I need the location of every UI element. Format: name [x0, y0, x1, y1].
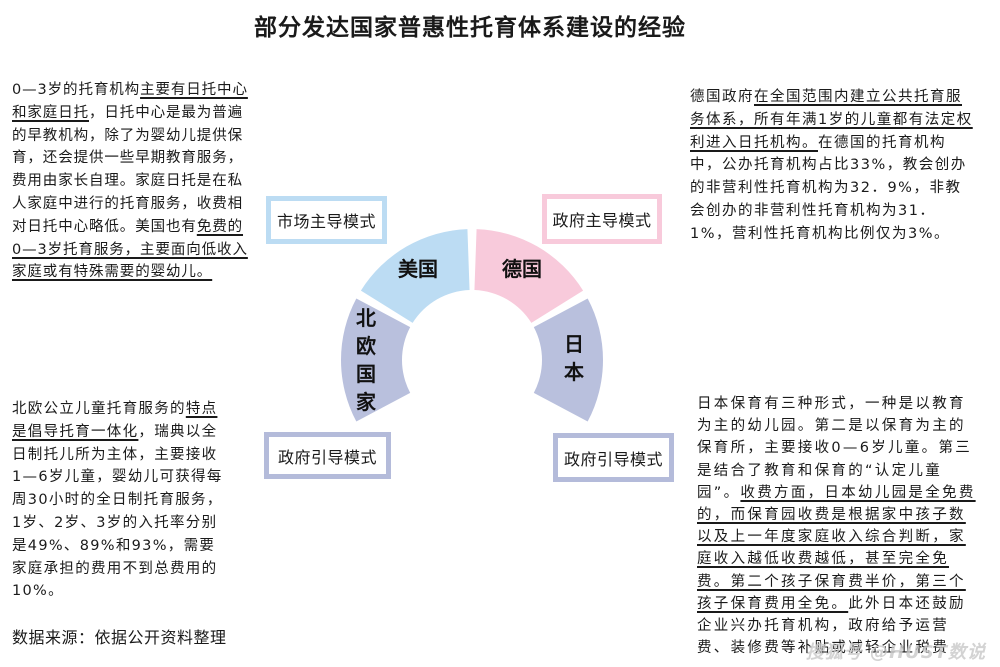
segment-japan	[533, 298, 603, 422]
segment-label-germany: 德国	[502, 257, 542, 281]
text-segment: 北欧公立儿童托育服务的	[12, 401, 186, 417]
text-segment-underlined: 在全国范围内建立公共托育服务体系，所有年满1岁的儿童都有法定权利进入日托机构。	[690, 89, 973, 151]
mode-box-government-led: 政府主导模式	[542, 194, 662, 244]
paragraph-germany: 德国政府在全国范围内建立公共托育服务体系，所有年满1岁的儿童都有法定权利进入日托…	[690, 86, 973, 246]
mode-box-market-led: 市场主导模式	[266, 196, 387, 244]
paragraph-japan: 日本保育有三种形式，一种是以教育为主的幼儿园。第二是以保育为主的保育所，主要接收…	[697, 393, 979, 659]
segment-us	[360, 229, 470, 323]
text-segment-underlined: 特点是倡导托育一体化	[12, 401, 218, 440]
text-segment: 此外日本还鼓励企业兴办托育机构，政府给予运营费、装修费等补贴或减轻企业税费	[697, 595, 966, 657]
text-segment-underlined: 免费的0—3岁托育服务，主要面向低收入家庭或有特殊需要的婴幼儿。	[12, 218, 248, 281]
text-segment: 在德国的托育机构中，公办托育机构占比33%，教会创办的非营利性托育机构为32．9…	[690, 134, 967, 242]
mode-box-government-guided-nordic: 政府引导模式	[264, 432, 391, 479]
watermark: 搜狐号 @HUST数说	[805, 642, 986, 663]
segment-label-japan: 日本	[564, 332, 584, 384]
paragraph-us: 0—3岁的托育机构主要有日托中心和家庭日托，日托中心是最为普遍的早教机构，除了为…	[12, 79, 248, 284]
page-title: 部分发达国家普惠性托育体系建设的经验	[254, 15, 686, 41]
text-segment-underlined: 收费方面，日本幼儿园是全免费的，而保育园收费是根据家中孩子数以及上一年度家庭收入…	[697, 484, 976, 612]
text-segment: 德国政府	[690, 89, 754, 105]
text-segment: 日本保育有三种形式，一种是以教育为主的幼儿园。第二是以保育为主的保育所，主要接收…	[697, 396, 973, 501]
segment-label-us: 美国	[398, 257, 438, 281]
data-source: 数据来源：依据公开资料整理	[12, 628, 227, 647]
mode-box-government-guided-japan: 政府引导模式	[553, 433, 674, 482]
text-segment: ，日托中心是最为普遍的早教机构，除了为婴幼儿提供保育，还会提供一些早期教育服务，…	[12, 104, 243, 235]
segment-nordic	[341, 298, 411, 422]
text-segment: 0—3岁的托育机构	[12, 82, 141, 98]
paragraph-nordic: 北欧公立儿童托育服务的特点是倡导托育一体化，瑞典以全日制托儿所为主体，主要接收1…	[12, 398, 226, 603]
text-segment-underlined: 主要有日托中心和家庭日托	[12, 82, 248, 121]
text-segment: ，瑞典以全日制托儿所为主体，主要接收1—6岁儿童，婴幼儿可获得每周30小时的全日…	[12, 423, 223, 600]
segment-germany	[474, 229, 584, 323]
segment-label-nordic: 北欧国家	[356, 306, 376, 414]
